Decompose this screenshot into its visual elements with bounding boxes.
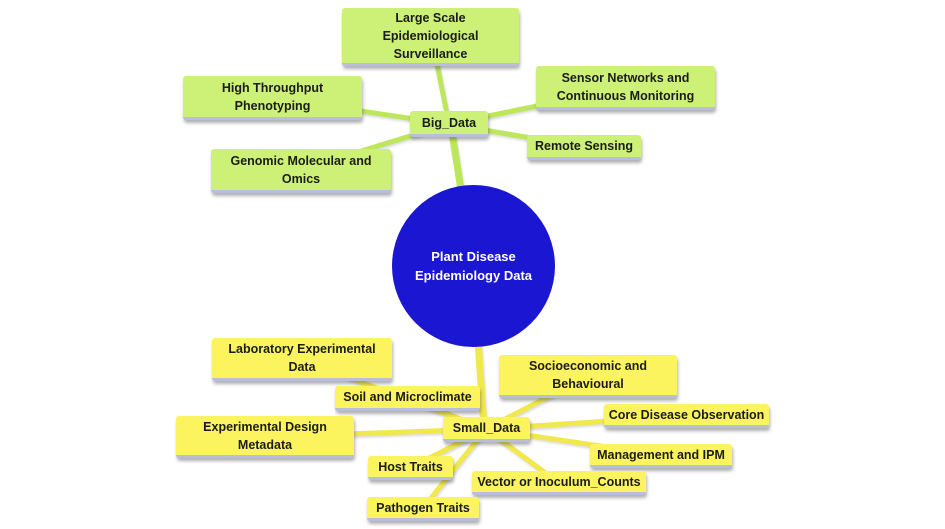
- node-label-line: Large Scale: [395, 10, 466, 25]
- node-genomic-omics[interactable]: Genomic Molecular and Omics: [211, 149, 391, 193]
- node-management-ipm[interactable]: Management and IPM: [590, 444, 732, 468]
- node-label-line: Pathogen Traits: [376, 500, 470, 515]
- node-vector-inoculum-counts[interactable]: Vector or Inoculum_Counts: [472, 471, 646, 495]
- node-label-line: Data: [288, 360, 316, 374]
- node-label-line: High Throughput: [221, 80, 324, 95]
- edge-small-data-pathogen-traits: [421, 427, 488, 510]
- node-label-line: Omics: [281, 171, 321, 186]
- node-label-line: Metadata: [237, 437, 293, 452]
- node-label-line: Socioeconomic and: [528, 359, 648, 373]
- node-label-line: Genomic Molecular and: [230, 153, 372, 168]
- node-label-line: Experimental Design: [203, 419, 327, 434]
- node-label-line: Phenotyping: [234, 98, 311, 113]
- node-label-line: Epidemiological: [382, 28, 479, 43]
- hub-label: Big_Data: [421, 115, 477, 130]
- node-sensor-networks[interactable]: Sensor Networks and Continuous Monitorin…: [536, 66, 715, 110]
- node-label-line: Host Traits: [378, 459, 443, 474]
- node-big-data-hub[interactable]: Big_Data: [410, 111, 488, 137]
- node-label-line: Surveillance: [393, 46, 468, 61]
- central-topic-circle[interactable]: Plant Disease Epidemiology Data: [392, 185, 555, 347]
- central-topic-label-line: Plant Disease: [431, 249, 516, 264]
- node-soil-microclimate[interactable]: Soil and Microclimate: [335, 386, 480, 411]
- node-label-line: Soil and Microclimate: [343, 390, 472, 404]
- node-high-throughput-phenotyping[interactable]: High Throughput Phenotyping: [183, 76, 362, 120]
- node-pathogen-traits[interactable]: Pathogen Traits: [367, 497, 479, 521]
- node-label-line: Sensor Networks and: [561, 70, 690, 85]
- node-label-line: Remote Sensing: [535, 139, 633, 153]
- node-label-line: Core Disease Observation: [608, 407, 765, 422]
- node-remote-sensing[interactable]: Remote Sensing: [527, 135, 641, 160]
- node-label-line: Behavioural: [552, 377, 624, 391]
- node-label-line: Vector or Inoculum_Counts: [477, 474, 641, 489]
- node-experimental-design-metadata[interactable]: Experimental Design Metadata: [176, 416, 354, 458]
- node-large-scale-surveillance[interactable]: Large Scale Epidemiological Surveillance: [342, 8, 519, 66]
- node-core-disease-observation[interactable]: Core Disease Observation: [604, 404, 769, 428]
- node-label-line: Laboratory Experimental: [228, 342, 376, 356]
- node-socioeconomic-behavioural[interactable]: Socioeconomic and Behavioural: [499, 355, 677, 398]
- node-laboratory-experimental-data[interactable]: Laboratory Experimental Data: [212, 338, 392, 381]
- node-host-traits[interactable]: Host Traits: [368, 456, 453, 480]
- hub-label: Small_Data: [452, 421, 521, 435]
- node-small-data-hub[interactable]: Small_Data: [443, 417, 530, 442]
- central-topic-label-line: Epidemiology Data: [414, 268, 533, 283]
- node-label-line: Management and IPM: [597, 447, 725, 462]
- node-label-line: Continuous Monitoring: [556, 88, 695, 103]
